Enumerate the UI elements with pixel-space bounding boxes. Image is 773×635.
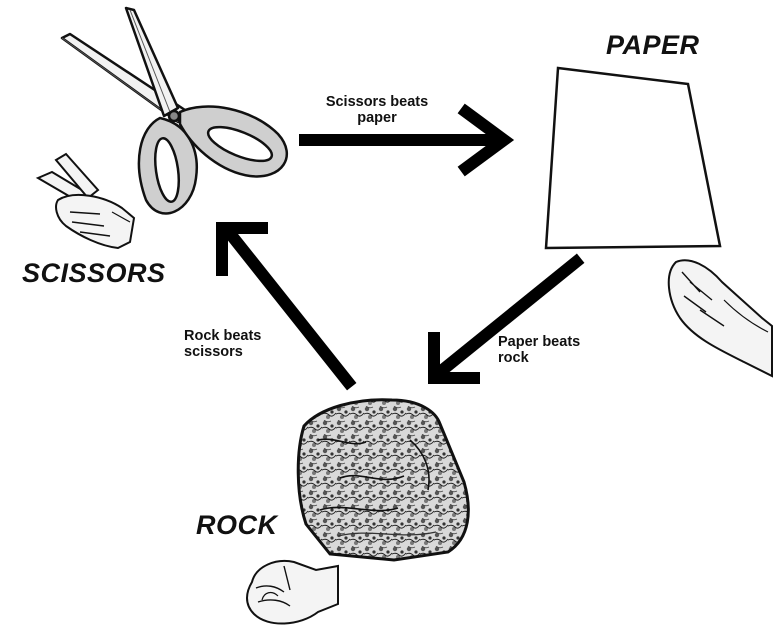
scissors-icon (62, 8, 287, 213)
rock-icon (298, 400, 468, 560)
caption-line: scissors (184, 344, 261, 360)
caption-rock-beats-scissors: Rock beats scissors (184, 328, 261, 360)
hand-scissors-gesture-icon (38, 154, 134, 248)
hand-paper-gesture-icon (669, 260, 772, 376)
label-paper: PAPER (606, 30, 700, 61)
caption-line: paper (302, 110, 452, 126)
caption-line: Scissors beats (302, 94, 452, 110)
caption-line: rock (498, 350, 580, 366)
caption-paper-beats-rock: Paper beats rock (498, 334, 580, 366)
label-scissors: SCISSORS (22, 258, 166, 289)
caption-line: Rock beats (184, 328, 261, 344)
paper-sheet-icon (546, 68, 720, 248)
hand-rock-gesture-icon (247, 561, 338, 624)
label-rock: ROCK (196, 510, 278, 541)
caption-line: Paper beats (498, 334, 580, 350)
caption-scissors-beats-paper: Scissors beats paper (302, 94, 452, 126)
